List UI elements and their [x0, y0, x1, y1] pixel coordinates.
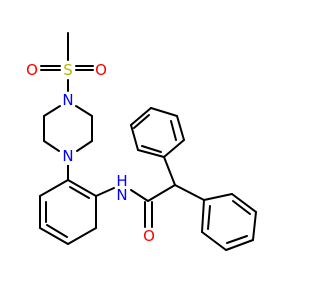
- atom-label-o2: O: [95, 61, 107, 79]
- bond-ch-ph-bottom: [174, 184, 205, 201]
- bond-layer: [39, 32, 257, 251]
- bond-ph-top: [150, 107, 178, 117]
- bond-carbonyl-ch: [147, 184, 176, 202]
- bond-ph-bottom-inner: [207, 205, 211, 230]
- atom-o1: O: [25, 61, 39, 79]
- bond-ph-bottom: [201, 199, 205, 233]
- bond-ph-top: [130, 124, 139, 151]
- atom-label-nh: N: [116, 186, 127, 204]
- bond-ph-top: [137, 149, 165, 158]
- bond-cb-n2: [43, 140, 60, 152]
- bond-ch-ph-top: [163, 156, 176, 186]
- bond-cc-n2: [76, 140, 93, 152]
- bond-ph-top: [130, 107, 152, 126]
- bond-ring: [67, 227, 97, 245]
- atom-n1: N: [61, 91, 75, 109]
- bond-ring-inner: [46, 224, 68, 238]
- bond-nh-carbonyl: [130, 189, 149, 202]
- bond-ph-bottom: [203, 193, 233, 201]
- bond-n1-ca: [43, 105, 61, 117]
- bond-ring-inner: [69, 186, 90, 199]
- atom-label-n2: N: [62, 147, 73, 165]
- bond-ph-top: [176, 115, 185, 141]
- bond-ph-bottom: [252, 211, 257, 241]
- atom-o2: O: [94, 61, 108, 79]
- bond-ph-bottom-inner: [226, 235, 248, 244]
- bond-ring-nh: [95, 187, 115, 197]
- atom-label-n1: N: [62, 91, 73, 109]
- bond-ph-top-inner: [170, 120, 177, 141]
- atom-label-o1: O: [26, 61, 38, 79]
- molecule-structure: S O O N N H N O: [25, 32, 257, 251]
- atom-label-layer: S O O N N H N O: [25, 61, 156, 245]
- bond-ph-bottom: [225, 239, 254, 251]
- bond-ph-bottom-inner: [232, 200, 251, 215]
- bond-ring: [39, 227, 69, 245]
- bond-ph-bottom: [201, 231, 227, 251]
- atom-label-h1: H: [116, 172, 127, 190]
- bond-ring: [39, 179, 69, 197]
- bond-ring: [67, 179, 97, 197]
- atom-o3: O: [142, 227, 156, 245]
- bond-ph-top: [163, 139, 185, 158]
- bond-ph-top-inner: [141, 145, 162, 153]
- atom-label-o3: O: [143, 227, 155, 245]
- atom-nh: H N: [115, 172, 129, 204]
- atom-n2: N: [61, 147, 75, 165]
- bond-n1-cd: [75, 105, 93, 117]
- bond-ph-bottom: [231, 193, 257, 213]
- atom-label-s1: S: [63, 61, 73, 79]
- bond-ph-top-inner: [133, 114, 150, 129]
- atom-s1: S: [61, 61, 75, 79]
